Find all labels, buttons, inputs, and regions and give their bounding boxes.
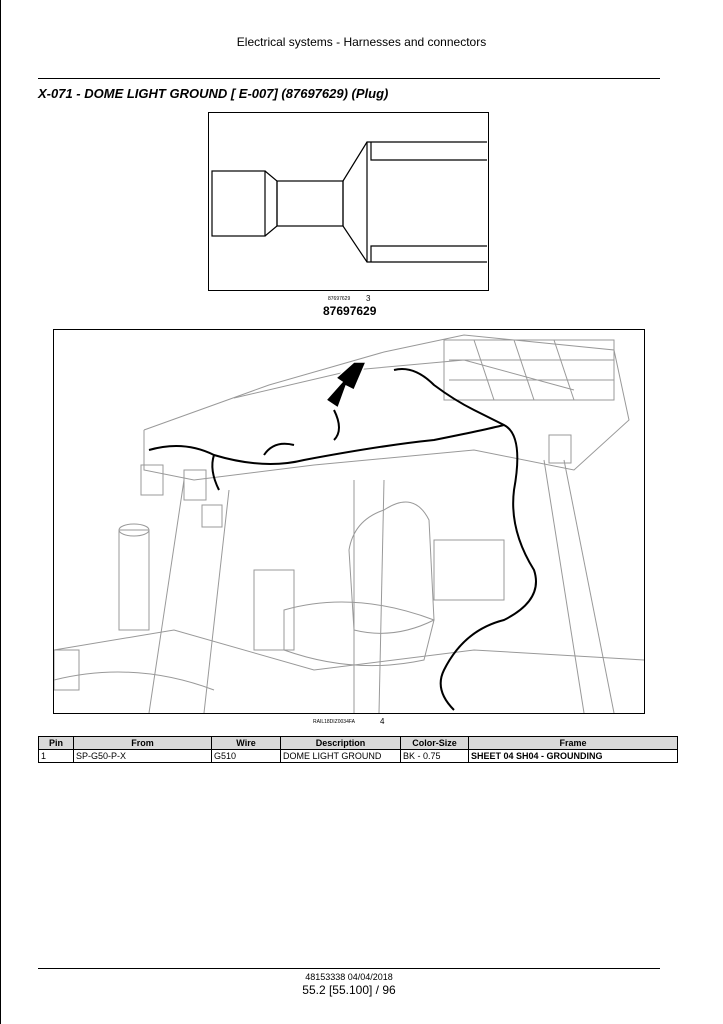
connector-drawing xyxy=(208,112,489,291)
illustration-reference: RAIL18DIZ0034FA xyxy=(313,719,355,725)
pin-table: Pin From Wire Description Color-Size Fra… xyxy=(38,736,678,763)
cell-from: SP-G50-P-X xyxy=(73,749,212,763)
cab-harness-line-art xyxy=(53,334,645,714)
column-header-color-size: Color-Size xyxy=(400,736,469,750)
page-number: 55.2 [55.100] / 96 xyxy=(302,983,396,997)
column-header-pin: Pin xyxy=(38,736,74,750)
cell-description: DOME LIGHT GROUND xyxy=(280,749,401,763)
connector-plug-diagram xyxy=(211,141,487,263)
connector-location-illustration xyxy=(53,329,645,714)
part-number: 87697629 xyxy=(323,304,377,318)
figure-index: 3 xyxy=(366,294,371,303)
cell-color-size: BK - 0.75 xyxy=(400,749,469,763)
column-header-from: From xyxy=(73,736,212,750)
column-header-wire: Wire xyxy=(211,736,281,750)
cell-pin: 1 xyxy=(38,749,74,763)
header-rule xyxy=(38,78,660,79)
figure-reference: 87697629 xyxy=(328,296,351,302)
page-left-border xyxy=(0,0,1,1024)
cell-frame: SHEET 04 SH04 - GROUNDING xyxy=(468,749,678,763)
page-header: Electrical systems - Harnesses and conne… xyxy=(236,35,487,49)
document-id: 48153338 04/04/2018 xyxy=(305,972,393,982)
section-title: X-071 - DOME LIGHT GROUND [ E-007] (8769… xyxy=(38,86,389,101)
location-arrow-icon xyxy=(324,361,368,410)
column-header-frame: Frame xyxy=(468,736,678,750)
table-row: 1 SP-G50-P-X G510 DOME LIGHT GROUND BK -… xyxy=(38,749,678,763)
column-header-description: Description xyxy=(280,736,401,750)
illustration-index: 4 xyxy=(380,717,385,726)
table-header-row: Pin From Wire Description Color-Size Fra… xyxy=(38,736,678,750)
cell-wire: G510 xyxy=(211,749,281,763)
footer-rule xyxy=(38,968,660,969)
